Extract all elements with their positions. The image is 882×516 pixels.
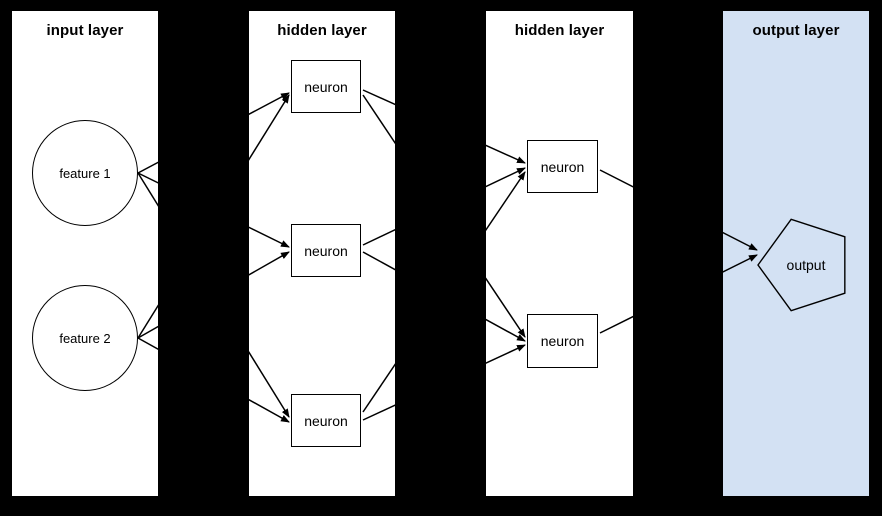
- layer-title-hidden-layer-2: hidden layer: [514, 22, 605, 39]
- node-label: neuron: [304, 78, 348, 95]
- node-input-layer-1[interactable]: feature 1: [32, 120, 138, 226]
- node-label: output: [786, 257, 826, 273]
- layer-panel-input-layer: input layer: [12, 11, 158, 496]
- node-input-layer-2[interactable]: feature 2: [32, 285, 138, 391]
- node-label: feature 2: [59, 330, 111, 346]
- node-label: neuron: [304, 412, 348, 429]
- node-label: neuron: [540, 158, 585, 175]
- node-label: feature 1: [59, 165, 111, 181]
- layer-title-hidden-layer-1: hidden layer: [277, 22, 367, 39]
- layer-panel-hidden-layer-2: hidden layer: [486, 11, 633, 496]
- layer-title-output-layer: output layer: [752, 22, 840, 39]
- node-label: neuron: [540, 333, 585, 349]
- node-hidden-layer-1-2[interactable]: neuron: [291, 224, 361, 277]
- node-output-layer-1[interactable]: output: [757, 217, 854, 313]
- node-hidden-layer-2-1[interactable]: neuron: [527, 140, 598, 193]
- node-label: neuron: [304, 242, 348, 259]
- layer-title-input-layer: input layer: [46, 22, 124, 39]
- pentagon-shape: [757, 218, 846, 312]
- node-hidden-layer-1-3[interactable]: neuron: [291, 394, 361, 447]
- node-hidden-layer-1-1[interactable]: neuron: [291, 60, 361, 113]
- node-hidden-layer-2-2[interactable]: neuron: [527, 314, 598, 368]
